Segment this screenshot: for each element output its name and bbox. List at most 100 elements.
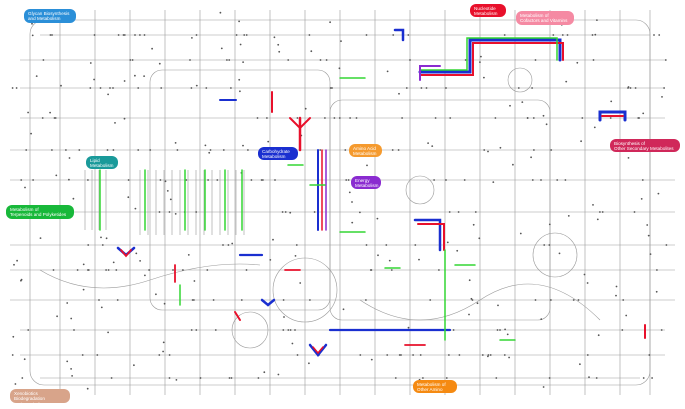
compound-node xyxy=(474,211,477,213)
compound-node xyxy=(190,329,193,331)
compound-node xyxy=(129,59,132,61)
compound-node xyxy=(638,117,640,119)
compound-node xyxy=(283,316,285,318)
compound-node xyxy=(294,329,296,331)
compound-node xyxy=(646,224,649,226)
compound-node xyxy=(627,87,629,89)
compound-node xyxy=(625,314,628,317)
compound-node xyxy=(463,179,466,181)
compound-node xyxy=(35,75,38,77)
compound-node xyxy=(135,252,138,255)
compound-node xyxy=(187,254,190,256)
compound-node xyxy=(242,144,244,147)
category-terpenoids-polyketides[interactable]: Metabolism of Terpenoids and Polyketides xyxy=(6,205,74,219)
compound-node xyxy=(98,299,100,301)
compound-node xyxy=(487,354,490,356)
compound-node xyxy=(164,180,167,183)
compound-node xyxy=(112,87,114,89)
compound-node xyxy=(175,379,178,381)
compound-node xyxy=(657,192,660,195)
compound-node xyxy=(66,360,69,363)
compound-node xyxy=(11,354,14,356)
compound-node xyxy=(561,34,564,36)
compound-node xyxy=(494,117,497,119)
compound-node xyxy=(116,299,119,301)
compound-node xyxy=(392,34,395,36)
compound-node xyxy=(266,117,268,119)
compound-node xyxy=(580,140,582,143)
compound-node xyxy=(109,87,111,89)
compound-node xyxy=(548,223,551,226)
compound-node xyxy=(355,117,358,119)
compound-node xyxy=(208,151,211,154)
compound-node xyxy=(227,244,230,246)
compound-node xyxy=(220,47,223,50)
compound-node xyxy=(106,149,109,151)
compound-node xyxy=(319,149,322,151)
compound-node xyxy=(14,383,17,385)
compound-node xyxy=(269,259,272,261)
category-other-amino-acids[interactable]: Metabolism of Other Amino Acids xyxy=(413,380,457,398)
category-cofactors-vitamins[interactable]: Metabolism of Cofactors and Vitamins xyxy=(516,11,574,25)
compound-node xyxy=(242,61,245,63)
category-carbohydrate-metabolism[interactable]: Carbohydrate Metabolism xyxy=(258,147,298,160)
compound-node xyxy=(205,87,208,89)
compound-node xyxy=(144,274,146,277)
compound-node xyxy=(338,117,341,119)
compound-node xyxy=(457,211,460,213)
compound-node xyxy=(503,34,506,36)
category-lipid-metabolism[interactable]: Lipid Metabolism xyxy=(86,156,118,169)
compound-node xyxy=(143,34,146,36)
compound-node xyxy=(93,78,95,81)
compound-node xyxy=(615,294,617,297)
compound-node xyxy=(20,278,23,281)
compound-node xyxy=(20,179,23,181)
compound-node xyxy=(134,207,137,210)
compound-node xyxy=(32,179,34,181)
compound-node xyxy=(73,329,75,331)
compound-node xyxy=(495,377,498,379)
compound-node xyxy=(107,93,109,96)
category-xenobiotics[interactable]: Xenobiotics Biodegradation and Metabolis… xyxy=(10,389,70,407)
compound-node xyxy=(287,329,290,331)
compound-node xyxy=(139,260,142,262)
category-amino-acid-metabolism[interactable]: Amino Acid Metabolism xyxy=(349,144,382,157)
compound-node xyxy=(496,329,499,331)
compound-node xyxy=(418,258,420,261)
category-secondary-metabolites[interactable]: Biosynthesis of Other Secondary Metaboli… xyxy=(610,139,680,152)
compound-node xyxy=(434,117,437,119)
compound-node xyxy=(262,179,264,181)
category-nucleotide-metabolism[interactable]: Nucleotide Metabolism xyxy=(470,4,506,17)
compound-node xyxy=(407,34,410,36)
category-glycan-biosynthesis[interactable]: Glycan Biosynthesis and Metabolism xyxy=(24,9,76,23)
compound-node xyxy=(483,149,486,151)
compound-node xyxy=(388,259,391,262)
compound-node xyxy=(338,67,341,70)
compound-node xyxy=(123,34,126,36)
compound-node xyxy=(351,221,354,224)
compound-node xyxy=(245,34,248,36)
compound-node xyxy=(172,269,174,271)
compound-node xyxy=(552,34,555,36)
compound-node xyxy=(445,87,447,89)
compound-node xyxy=(107,331,109,334)
compound-node xyxy=(405,87,408,89)
compound-node xyxy=(445,377,448,379)
compound-node xyxy=(190,87,193,89)
compound-node xyxy=(230,377,233,379)
compound-node xyxy=(438,269,440,271)
compound-node xyxy=(112,149,115,151)
compound-node xyxy=(209,149,212,151)
compound-node xyxy=(206,269,209,271)
compound-node xyxy=(458,354,461,356)
compound-node xyxy=(238,78,241,81)
compound-node xyxy=(162,341,165,344)
compound-node xyxy=(556,179,559,181)
compound-node xyxy=(398,354,401,356)
category-energy-metabolism[interactable]: Energy Metabolism xyxy=(351,176,381,189)
compound-node xyxy=(182,269,184,271)
compound-node xyxy=(481,354,484,356)
compound-node xyxy=(425,87,428,89)
compound-node xyxy=(193,280,196,282)
compound-node xyxy=(433,179,435,181)
